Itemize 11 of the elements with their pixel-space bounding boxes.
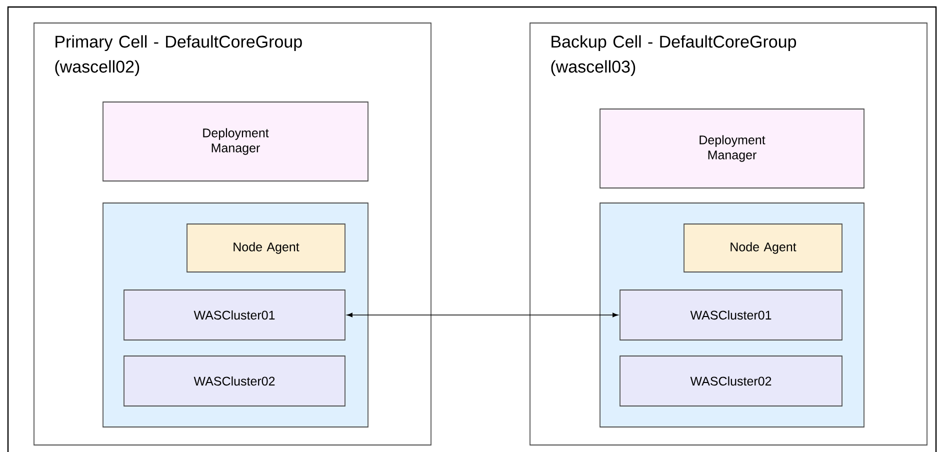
- cluster-box: WASCluster02: [620, 356, 842, 406]
- manager-box: Deployment Manager: [600, 108, 864, 188]
- cluster-box: WASCluster01: [620, 290, 842, 340]
- agent-box: Node Agent: [186, 224, 346, 272]
- cell-title: Backup Cell - DefaultCoreGroup (wascell03): [551, 35, 796, 76]
- agent-box: Node Agent: [684, 224, 842, 272]
- cluster-box: WASCluster02: [124, 356, 346, 406]
- arrow: [346, 312, 618, 318]
- cluster-box: WASCluster01: [124, 290, 346, 340]
- cell-title: Primary Cell - DefaultCoreGroup (wascell02): [55, 35, 302, 76]
- manager-box: Deployment Manager: [102, 102, 368, 182]
